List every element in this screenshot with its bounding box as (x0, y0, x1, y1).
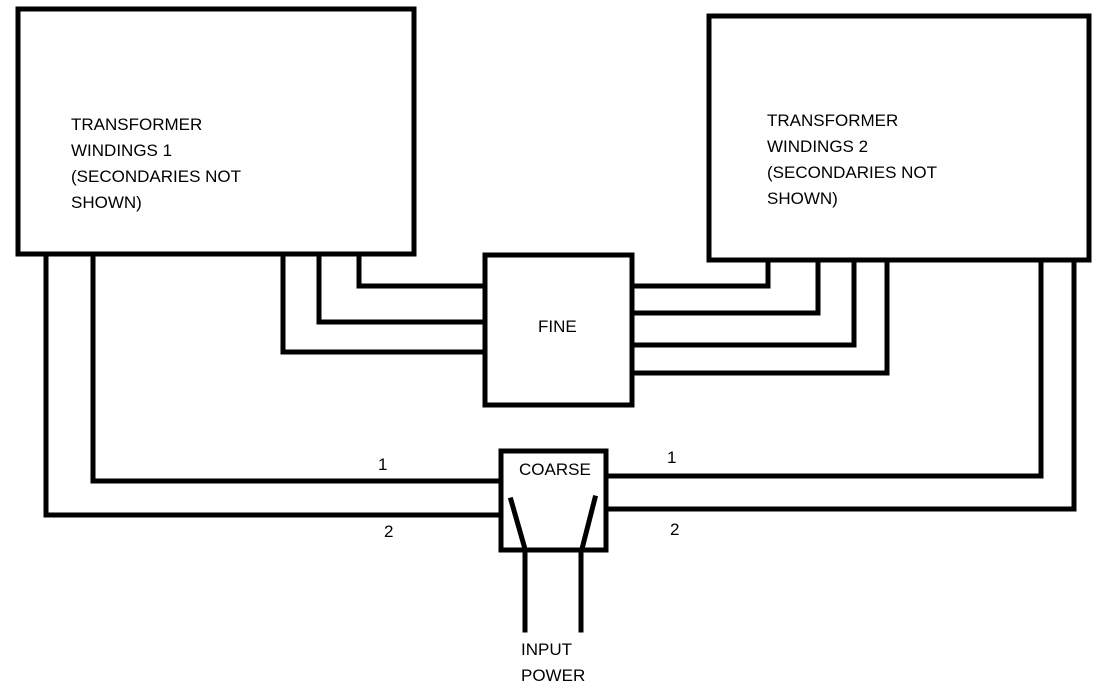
transformer-1-label-line-1: TRANSFORMER (71, 115, 202, 134)
fine-switch-box (482, 252, 635, 408)
coarse-label: COARSE (519, 460, 591, 479)
wire-label-left-2: 2 (384, 522, 393, 541)
coarse-switch-blade-left (507, 496, 529, 553)
transformer-2-label-line-3: (SECONDARIES NOT (767, 163, 937, 182)
wire-t2-fine-2 (629, 259, 821, 316)
transformer-1-label-line-2: WINDINGS 1 (71, 141, 172, 160)
transformer-windings-2-box (706, 13, 1092, 263)
transformer-2-label-line-2: WINDINGS 2 (767, 137, 868, 156)
wire-t2-coarse-2 (603, 259, 1077, 512)
wire-t2-coarse-1 (603, 259, 1044, 479)
wire-t1-coarse-1 (90, 253, 504, 484)
fine-label: FINE (538, 317, 577, 336)
coarse-switch-blade-right (578, 494, 599, 553)
wire-label-right-1: 1 (667, 448, 676, 467)
transformer-windings-1-box (15, 6, 417, 257)
transformer-2-label-line-1: TRANSFORMER (767, 111, 898, 130)
wire-t2-fine-4 (629, 259, 890, 376)
transformer-2-label-line-4: SHOWN) (767, 189, 838, 208)
wire-t1-fine-3 (280, 253, 488, 355)
input-power-label-line-2: POWER (521, 666, 585, 685)
wire-t1-fine-1 (356, 253, 488, 289)
transformer-1-label-line-4: SHOWN) (71, 193, 142, 212)
wire-label-right-2: 2 (670, 520, 679, 539)
wire-t1-coarse-2 (43, 253, 504, 518)
wire-label-left-1: 1 (378, 455, 387, 474)
transformer-1-label-line-3: (SECONDARIES NOT (71, 167, 241, 186)
wire-t2-fine-1 (629, 259, 771, 289)
wire-t1-fine-2 (316, 253, 488, 325)
input-power-label-line-1: INPUT (521, 640, 572, 659)
wire-t2-fine-3 (629, 259, 857, 348)
